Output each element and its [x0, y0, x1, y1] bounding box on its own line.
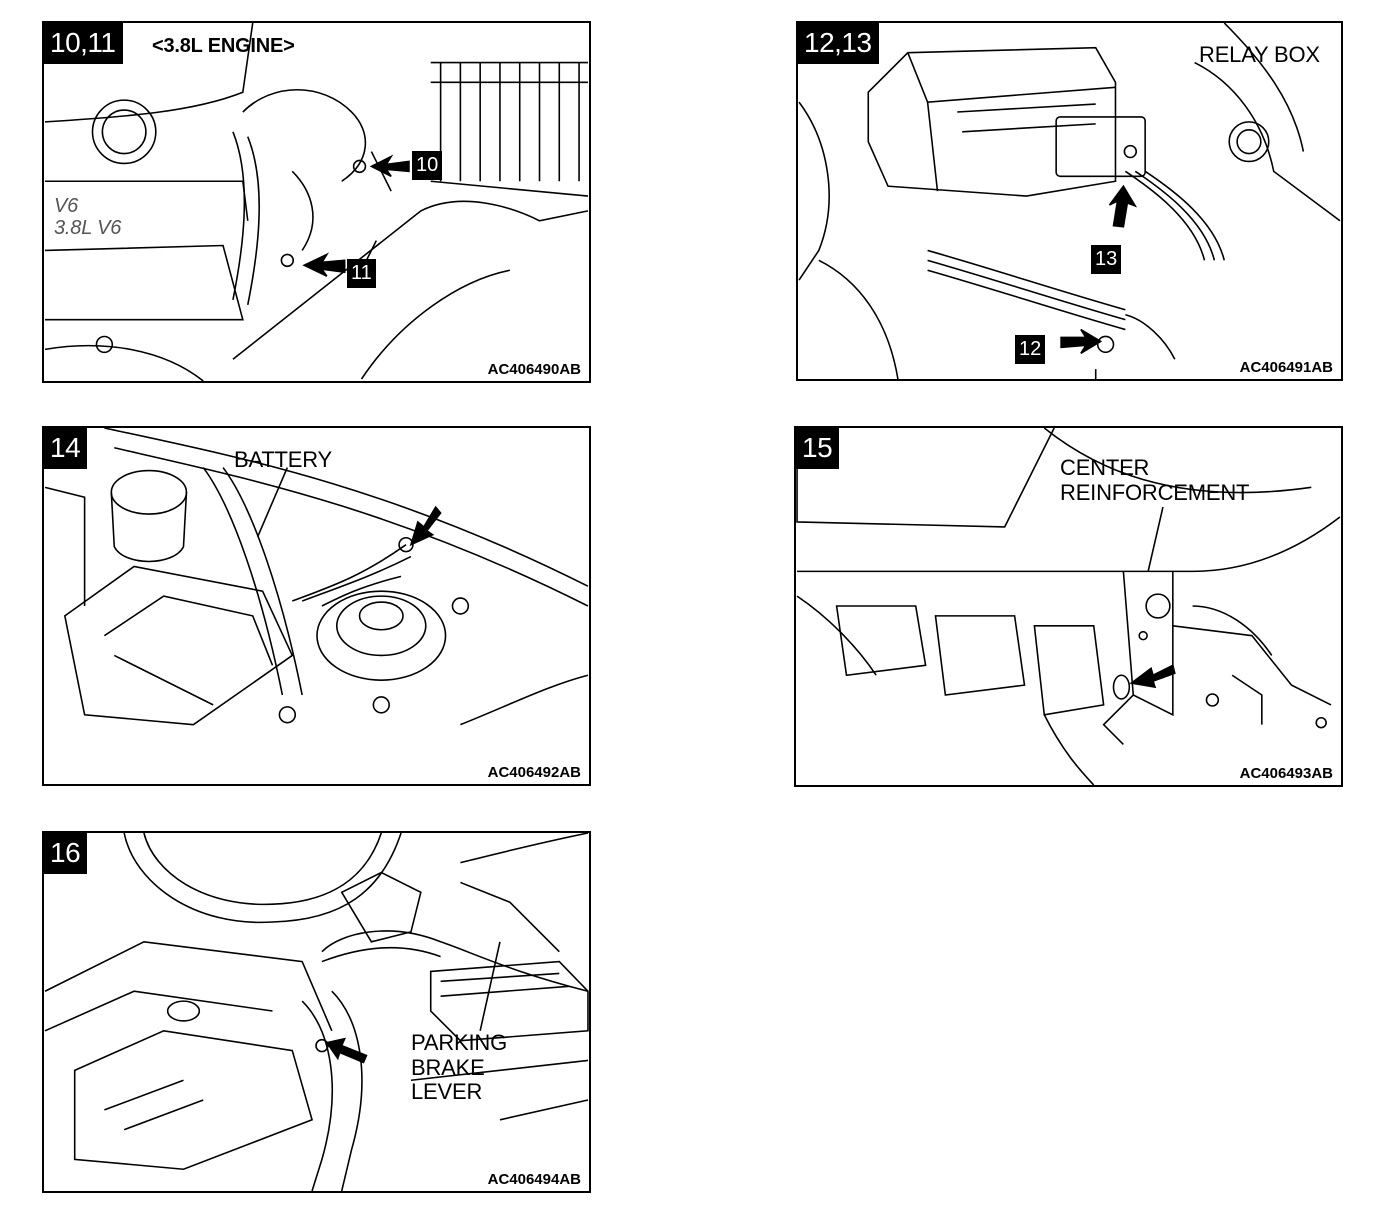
figure-panel-15: 15 CENTER REINFORCEMENT AC406493AB [794, 426, 1343, 787]
battery-area-illustration [44, 428, 589, 726]
figure-tag: 14 [44, 428, 88, 469]
figure-panel-12-13: 12,13 RELAY BOX 13 12 AC406491AB [796, 21, 1343, 381]
arrow-13 [1108, 184, 1138, 228]
label-line: LEVER [411, 1079, 483, 1105]
pointer-label-12: 12 [1015, 335, 1046, 364]
relay-box-illustration [798, 23, 1341, 379]
figure-panel-10-11: 10,11 <3.8L ENGINE> V6 3.8L V6 10 11 AC4… [42, 21, 591, 383]
center-reinforcement-label: CENTER REINFORCEMENT [1060, 455, 1250, 505]
parking-brake-illustration [44, 833, 589, 1191]
figure-code: AC406490AB [487, 361, 581, 378]
engine-note: <3.8L ENGINE> [152, 35, 295, 57]
pointer-label-13: 13 [1091, 245, 1122, 274]
parking-brake-lever-label: PARKING BRAKE LEVER [411, 1030, 507, 1105]
engine-marking: V6 3.8L V6 [54, 195, 121, 240]
ground-arrow [1129, 664, 1176, 689]
battery-label: BATTERY [234, 447, 333, 472]
figure-tag: 15 [796, 428, 840, 469]
engine-bay-illustration [44, 23, 589, 381]
pointer-label-11: 11 [347, 259, 376, 288]
figure-tag: 12,13 [798, 23, 879, 64]
ground-arrow [409, 505, 442, 547]
arrow-10 [369, 154, 410, 177]
figure-code: AC406493AB [1239, 765, 1333, 782]
figure-panel-14: 14 BATTERY AC406492AB [42, 426, 591, 786]
figure-code: AC406494AB [487, 1171, 581, 1188]
relay-box-label: RELAY BOX [1199, 42, 1320, 67]
figure-code: AC406491AB [1239, 359, 1333, 376]
figure-code: AC406492AB [487, 764, 581, 781]
arrow-11 [302, 252, 346, 277]
center-reinforcement-illustration [796, 428, 1341, 785]
figure-tag: 10,11 [44, 23, 123, 64]
figure-tag: 16 [44, 833, 88, 874]
label-line: PARKING [411, 1030, 507, 1055]
ground-arrow [325, 1037, 368, 1064]
label-line: BRAKE [411, 1054, 485, 1080]
label-line: REINFORCEMENT [1060, 479, 1250, 505]
engine-marking-line: V6 [54, 195, 79, 217]
label-line: CENTER [1060, 455, 1150, 480]
pointer-label-10: 10 [412, 151, 443, 180]
arrow-12 [1060, 328, 1103, 354]
figure-panel-16: 16 PARKING BRAKE LEVER AC406494AB [42, 831, 591, 1193]
engine-marking-line: 3.8L V6 [54, 217, 122, 240]
